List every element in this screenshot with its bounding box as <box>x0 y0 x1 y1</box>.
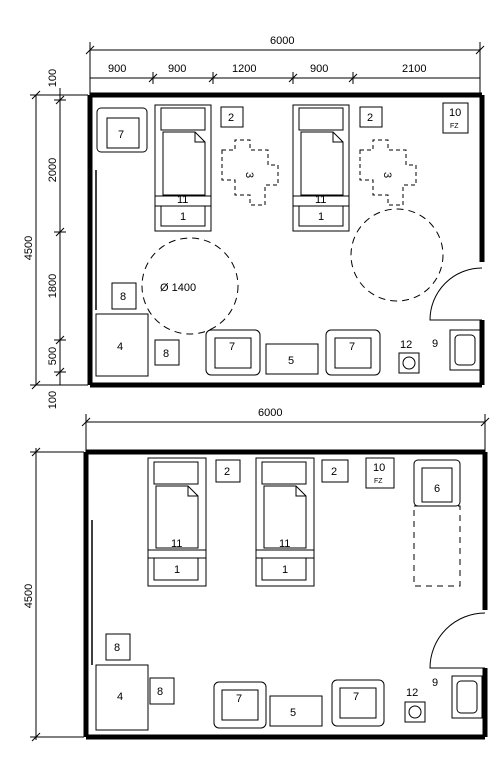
top-total-width: 6000 <box>270 35 294 47</box>
bottom-total-depth: 4500 <box>23 584 35 608</box>
armchair: 7 <box>213 681 267 729</box>
svg-text:7: 7 <box>229 341 235 353</box>
svg-text:9: 9 <box>432 338 438 350</box>
depth-seg-3: 1800 <box>47 274 59 298</box>
segment-4: 900 <box>310 63 328 75</box>
bottom-depth-dimension: 4500 <box>23 447 84 742</box>
desk: 4 <box>95 313 149 377</box>
svg-text:8: 8 <box>120 291 126 303</box>
stool: 8 <box>105 633 131 661</box>
svg-text:10: 10 <box>373 462 385 474</box>
waste-bin: 12 <box>404 687 426 723</box>
svg-text:12: 12 <box>400 339 412 351</box>
bedside-table: 2 <box>220 106 244 128</box>
svg-text:7: 7 <box>118 129 124 141</box>
bed: 11 1 <box>255 457 315 587</box>
depth-seg-4: 500 <box>47 347 59 365</box>
top-total-depth: 4500 <box>23 236 35 260</box>
turning-circle <box>141 237 239 335</box>
washbasin: 9 <box>432 329 481 371</box>
fold-out-zone <box>413 505 461 587</box>
turning-circle <box>350 208 444 302</box>
armchair: 7 <box>96 107 148 153</box>
desk: 4 <box>95 664 149 731</box>
svg-text:6: 6 <box>434 483 440 495</box>
bottom-room-walls <box>83 449 488 740</box>
svg-text:5: 5 <box>288 355 294 367</box>
coffee-table: 5 <box>265 343 319 375</box>
top-plan: 6000 900 900 1200 900 2100 4500 <box>23 35 485 409</box>
svg-text:5: 5 <box>290 707 296 719</box>
svg-text:2: 2 <box>228 112 234 124</box>
svg-text:3: 3 <box>381 172 393 178</box>
segment-2: 900 <box>168 63 186 75</box>
fridge: 10 FZ <box>365 457 395 489</box>
bed: 11 1 <box>292 104 350 232</box>
svg-text:4: 4 <box>117 691 123 703</box>
svg-text:11: 11 <box>177 194 188 206</box>
bed: 11 1 <box>147 457 207 587</box>
stool: 8 <box>111 282 137 310</box>
clearance-zone: 3 <box>221 139 279 206</box>
svg-text:11: 11 <box>315 194 326 206</box>
svg-text:7: 7 <box>236 693 242 705</box>
bottom-width-dimension: 6000 <box>81 407 490 452</box>
svg-text:8: 8 <box>157 686 163 698</box>
top-segment-dimension: 900 900 1200 900 2100 <box>90 63 480 84</box>
top-room-walls <box>87 92 485 388</box>
fridge: 10 FZ <box>442 102 469 134</box>
washbasin: 9 <box>432 675 483 719</box>
stool: 8 <box>154 339 180 366</box>
depth-seg-1: 100 <box>47 69 59 87</box>
svg-text:FZ: FZ <box>450 123 459 130</box>
svg-text:4: 4 <box>117 341 123 353</box>
segment-5: 2100 <box>402 63 426 75</box>
segment-3: 1200 <box>232 63 256 75</box>
top-door <box>429 267 483 321</box>
svg-text:3: 3 <box>243 172 255 178</box>
svg-text:1: 1 <box>174 564 180 576</box>
bedside-table: 2 <box>215 459 241 483</box>
segment-1: 900 <box>108 63 126 75</box>
armchair: 7 <box>331 679 385 727</box>
top-depth-dimension: 4500 100 2000 1800 500 100 <box>23 69 88 409</box>
stool: 8 <box>149 677 175 705</box>
svg-text:8: 8 <box>163 348 169 360</box>
bottom-total-width: 6000 <box>258 407 282 419</box>
bed: 11 1 <box>154 104 212 232</box>
bedside-table: 2 <box>359 106 383 128</box>
svg-text:7: 7 <box>349 341 355 353</box>
svg-text:8: 8 <box>114 642 120 654</box>
coffee-table: 5 <box>269 695 323 727</box>
svg-text:11: 11 <box>279 538 290 550</box>
waste-bin: 12 <box>398 339 420 374</box>
top-width-dimension: 6000 <box>85 35 485 95</box>
svg-text:9: 9 <box>432 677 438 689</box>
svg-text:2: 2 <box>367 112 373 124</box>
bedside-table: 2 <box>321 459 349 483</box>
svg-text:12: 12 <box>406 687 418 699</box>
svg-text:2: 2 <box>224 466 230 478</box>
svg-text:1: 1 <box>282 564 288 576</box>
armchair: 7 <box>325 329 381 376</box>
bottom-plan: 6000 4500 11 1 <box>23 407 490 742</box>
svg-text:FZ: FZ <box>374 478 383 485</box>
depth-seg-5: 100 <box>47 391 59 409</box>
turning-circle-label: Ø 1400 <box>160 282 196 294</box>
armchair-bed: 6 <box>413 459 461 507</box>
svg-text:7: 7 <box>353 691 359 703</box>
depth-seg-2: 2000 <box>47 158 59 182</box>
svg-text:11: 11 <box>171 538 182 550</box>
svg-text:10: 10 <box>449 107 461 119</box>
svg-text:1: 1 <box>180 211 186 223</box>
clearance-zone: 3 <box>359 139 417 206</box>
armchair: 7 <box>205 329 261 376</box>
bottom-door <box>429 612 486 669</box>
svg-text:1: 1 <box>318 211 324 223</box>
svg-text:2: 2 <box>331 466 337 478</box>
